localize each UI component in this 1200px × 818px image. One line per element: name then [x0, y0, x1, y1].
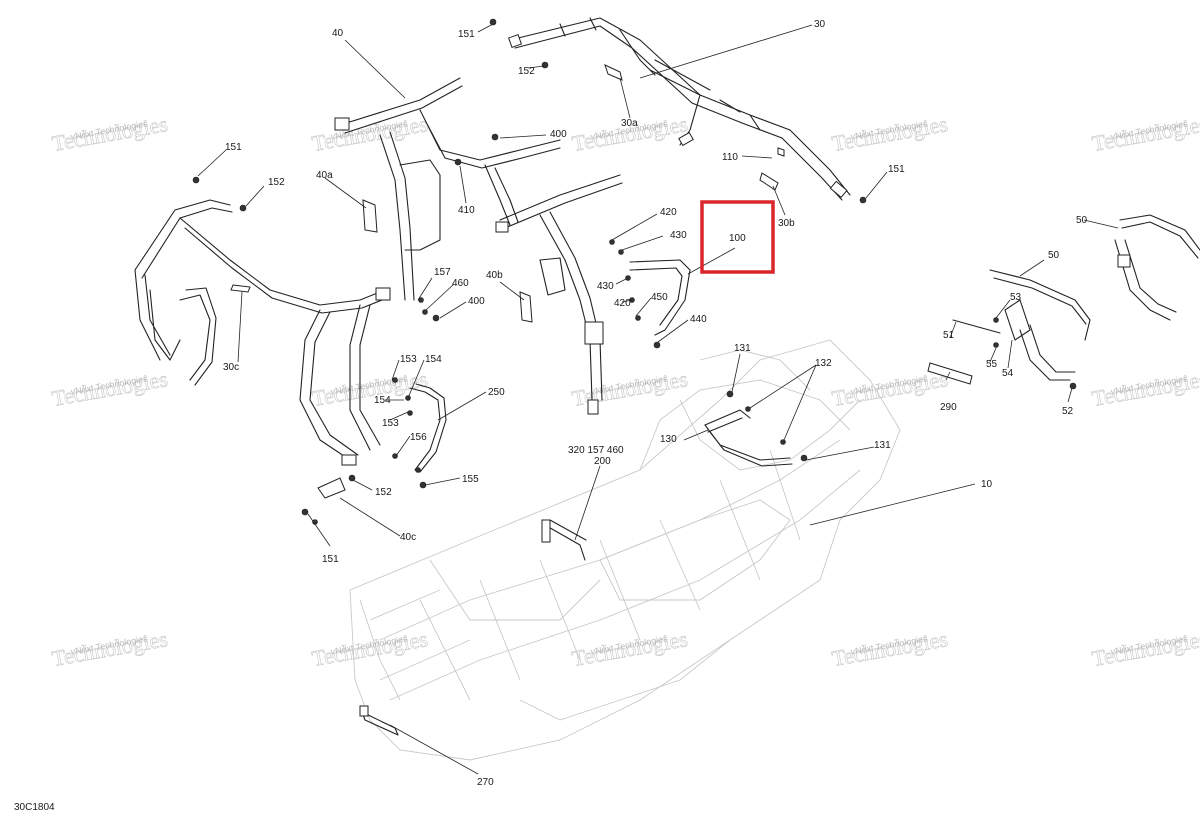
- callout-c-290: 290: [940, 402, 957, 413]
- callout-c-400a: 400: [550, 129, 567, 140]
- roll-bar-30: [507, 17, 851, 201]
- bar-130: [704, 409, 793, 467]
- callout-c-155: 155: [462, 474, 479, 485]
- bracket-250: [409, 383, 447, 473]
- callout-c-151b: 151: [888, 164, 905, 175]
- callout-c-40: 40: [332, 28, 344, 39]
- callout-labels: 30 40 151 152 30a 400 110 151 30b 151 152 40a 410 420…: [223, 19, 1088, 788]
- callout-c-152a: 152: [518, 66, 535, 77]
- callout-c-153b: 153: [382, 418, 399, 429]
- callout-c-420a: 420: [660, 207, 677, 218]
- callout-c-151d: 151: [322, 554, 339, 565]
- callout-c-400b: 400: [468, 296, 485, 307]
- front-cage-40: [334, 77, 623, 415]
- callout-c-154b: 154: [374, 395, 391, 406]
- side-frame-50: [989, 214, 1200, 381]
- side-cage-30c: [134, 199, 391, 466]
- callout-c-152c: 152: [268, 177, 285, 188]
- callout-c-40c: 40c: [400, 532, 416, 543]
- callout-c-250: 250: [488, 387, 505, 398]
- callout-c-54: 54: [1002, 368, 1014, 379]
- callout-c-30c: 30c: [223, 362, 239, 373]
- highlight-box: [700, 200, 775, 274]
- rod-51: [952, 319, 1001, 334]
- callout-c-30: 30: [814, 19, 826, 30]
- callout-c-450: 450: [651, 292, 668, 303]
- callout-c-151c: 151: [225, 142, 242, 153]
- callout-c-156: 156: [410, 432, 427, 443]
- small-plates: [230, 64, 785, 323]
- bracket-200: [541, 519, 587, 561]
- leader-lines: [197, 23, 1119, 775]
- callout-c-320-157-460: 320 157 460: [568, 445, 624, 456]
- callout-c-270: 270: [477, 777, 494, 788]
- callout-c-53: 53: [1010, 292, 1022, 303]
- callout-c-430a: 430: [670, 230, 687, 241]
- callout-c-131a: 131: [734, 343, 751, 354]
- callout-c-50b: 50: [1048, 250, 1060, 261]
- main-frame-10: [349, 339, 901, 761]
- callout-c-30b: 30b: [778, 218, 795, 229]
- callout-c-430b: 430: [597, 281, 614, 292]
- callout-c-10: 10: [981, 479, 993, 490]
- callout-c-152d: 152: [375, 487, 392, 498]
- callout-c-200: 200: [594, 456, 611, 467]
- callout-c-40a: 40a: [316, 170, 333, 181]
- callout-c-51: 51: [943, 330, 955, 341]
- bracket-270: [359, 705, 399, 736]
- fasteners: [192, 18, 1077, 525]
- callout-c-460: 460: [452, 278, 469, 289]
- callout-c-157: 157: [434, 267, 451, 278]
- callout-c-55: 55: [986, 359, 998, 370]
- callout-c-30a: 30a: [621, 118, 638, 129]
- callout-c-52: 52: [1062, 406, 1074, 417]
- callout-c-153a: 153: [400, 354, 417, 365]
- callout-c-110: 110: [722, 152, 738, 163]
- callout-c-130: 130: [660, 434, 677, 445]
- callout-c-50a: 50: [1076, 215, 1088, 226]
- callout-c-410: 410: [458, 205, 475, 216]
- callout-c-131b: 131: [874, 440, 891, 451]
- callout-c-440: 440: [690, 314, 707, 325]
- callout-c-40b: 40b: [486, 270, 503, 281]
- bar-290: [927, 362, 973, 385]
- callout-c-151a: 151: [458, 29, 475, 40]
- callout-c-420b: 420: [614, 298, 631, 309]
- callout-c-100: 100: [729, 233, 746, 244]
- bracket-100: [629, 259, 691, 336]
- callout-c-154a: 154: [425, 354, 442, 365]
- diagram-code: 30C1804: [14, 802, 55, 813]
- callout-c-132: 132: [815, 358, 832, 369]
